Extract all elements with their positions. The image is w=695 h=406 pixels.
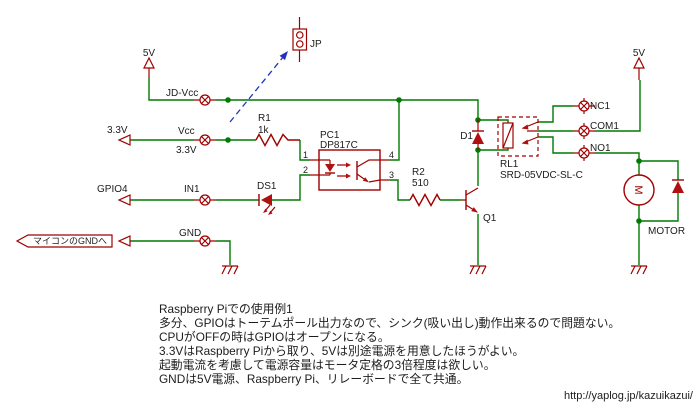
optocoupler-pc1: PC1 DP817C 1 2 4 3 bbox=[303, 130, 394, 191]
connector-pin-jd-vcc bbox=[194, 94, 216, 106]
net-label-jd-vcc: JD-Vcc bbox=[166, 88, 198, 99]
wires bbox=[130, 77, 679, 265]
rl1-ref: RL1 bbox=[500, 159, 519, 170]
junction-dot bbox=[636, 158, 642, 164]
connector-label-no1: NO1 bbox=[590, 143, 611, 154]
ground-symbol bbox=[630, 265, 648, 275]
net-label-gnd: GND bbox=[179, 228, 201, 239]
pc1-value: DP817C bbox=[320, 140, 358, 151]
wire bbox=[639, 193, 679, 222]
motor-symbol: M MOTOR bbox=[623, 174, 685, 237]
wire bbox=[272, 174, 310, 201]
wire bbox=[390, 179, 410, 201]
pc1-pin3: 3 bbox=[389, 170, 394, 180]
wire bbox=[148, 77, 194, 101]
footer-url: http://yaplog.jp/kazuikazui/ bbox=[564, 390, 694, 402]
r2-value: 510 bbox=[412, 178, 429, 189]
wire bbox=[216, 99, 479, 120]
wire bbox=[390, 100, 400, 161]
connector-label-com1: COM1 bbox=[590, 121, 619, 132]
wire bbox=[595, 80, 641, 132]
wire bbox=[478, 119, 509, 123]
wire bbox=[595, 152, 640, 161]
led-ds1: DS1 bbox=[257, 181, 277, 215]
jumper-jp-label: JP bbox=[310, 39, 322, 50]
junction-dot bbox=[225, 97, 231, 103]
pc1-pin1: 1 bbox=[303, 150, 308, 160]
d1-ref: D1 bbox=[460, 131, 473, 142]
net-label-gpio4: GPIO4 bbox=[97, 184, 128, 195]
diode-d1: D1 bbox=[460, 120, 484, 150]
power-label-5v-left: 5V bbox=[143, 48, 156, 59]
wire bbox=[639, 160, 679, 180]
motor-m: M bbox=[632, 185, 644, 194]
wire bbox=[538, 105, 573, 123]
relay-rl1: RL1 SRD-05VDC-SL-C bbox=[497, 116, 583, 181]
net-label-in1: IN1 bbox=[184, 184, 200, 195]
ground-symbol bbox=[221, 265, 239, 275]
connector-pin-com1 bbox=[573, 123, 595, 139]
gnd-banner: マイコンのGNDへ bbox=[15, 234, 113, 248]
motor-flyback-diode bbox=[672, 179, 684, 193]
q1-ref: Q1 bbox=[483, 213, 497, 224]
wire bbox=[478, 148, 509, 151]
wire bbox=[538, 136, 573, 154]
connector-pin-in1 bbox=[194, 194, 216, 206]
note-line: 3.3VはRaspberry Piから取り、5Vは別途電源を用意したほうがよい。 bbox=[159, 344, 524, 358]
jumper-jp: JP bbox=[292, 17, 322, 62]
net-label-vcc: Vcc bbox=[178, 126, 195, 137]
r1-value: 1k bbox=[258, 125, 270, 136]
wire bbox=[299, 140, 310, 161]
power-label-5v-right: 5V bbox=[633, 48, 646, 59]
ground-symbol bbox=[469, 265, 487, 275]
r1-ref: R1 bbox=[258, 113, 271, 124]
pc1-pin4: 4 bbox=[389, 150, 394, 160]
rl1-value: SRD-05VDC-SL-C bbox=[500, 170, 583, 181]
rail-label-3v3: 3.3V bbox=[107, 125, 128, 136]
connector-pin-gnd bbox=[194, 235, 216, 247]
gnd-banner-label: マイコンのGNDへ bbox=[33, 236, 107, 246]
junction-dot bbox=[396, 97, 402, 103]
pc1-ref: PC1 bbox=[320, 130, 340, 141]
net-value-3v3: 3.3V bbox=[176, 145, 197, 156]
net-arrow-gnd bbox=[117, 235, 131, 247]
connector-label-nc1: NC1 bbox=[590, 101, 610, 112]
ground-symbols bbox=[221, 265, 648, 275]
net-arrow-gpio4: GPIO4 bbox=[97, 184, 131, 206]
connector-pin-no1 bbox=[573, 145, 595, 161]
note-line: Raspberry Piでの使用例1 bbox=[159, 302, 293, 316]
power-flag-5v-right: 5V bbox=[633, 48, 646, 80]
connector-pin-nc1 bbox=[573, 98, 595, 114]
wire bbox=[216, 240, 231, 265]
r2-ref: R2 bbox=[412, 167, 425, 178]
junction-dot bbox=[225, 137, 231, 143]
note-line: 起動電流を考慮して電源容量はモータ定格の3倍程度は欲しい。 bbox=[159, 358, 496, 372]
transistor-q1: Q1 bbox=[461, 187, 497, 224]
note-line: CPUがOFFの時はGPIOはオープンになる。 bbox=[159, 330, 390, 344]
annotation-arrow bbox=[229, 51, 288, 123]
pc1-pin2: 2 bbox=[303, 165, 308, 175]
connector-pins bbox=[194, 94, 595, 247]
junction-dot bbox=[636, 218, 642, 224]
connector-pin-vcc bbox=[194, 134, 216, 146]
power-flag-5v-left: 5V bbox=[143, 48, 156, 77]
notes-block: Raspberry Piでの使用例1 多分、GPIOはトーテムポール出力なので、… bbox=[159, 302, 620, 386]
junction-dots bbox=[225, 97, 642, 224]
motor-label: MOTOR bbox=[648, 226, 685, 237]
resistor-r1: R1 1k bbox=[255, 113, 300, 147]
note-line: 多分、GPIOはトーテムポール出力なので、シンク(吸い出し)動作出来るので問題な… bbox=[159, 316, 620, 330]
ds1-ref: DS1 bbox=[257, 181, 277, 192]
note-line: GNDは5V電源、Raspberry Pi、リレーボードで全て共通。 bbox=[159, 372, 468, 386]
net-arrow-3v3: 3.3V bbox=[107, 125, 131, 146]
resistor-r2: R2 510 bbox=[409, 167, 441, 207]
